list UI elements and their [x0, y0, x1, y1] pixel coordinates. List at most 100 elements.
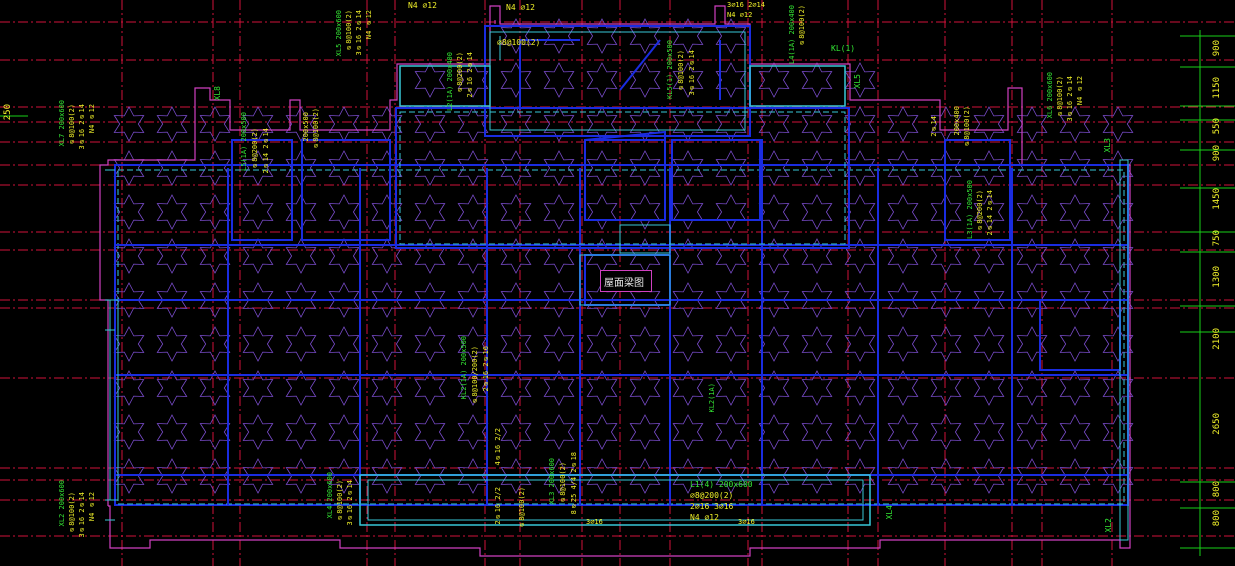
- anno-top-right-a: 3⌀16 2⌀14: [727, 1, 765, 9]
- hatch-star-126: [672, 282, 704, 318]
- dim-4: 1450: [1212, 188, 1222, 210]
- anno-l1-c: 2⌀16 3⌀16: [690, 502, 734, 511]
- hatch-star-111: [1059, 238, 1091, 274]
- anno-l1-top: 200x500: [302, 112, 310, 142]
- hatch-star-171: [543, 370, 575, 406]
- grid-lines-green: [0, 30, 1235, 556]
- anno-xl5-right: XL5: [853, 74, 862, 89]
- anno-bot-v1: 4⌀16 2/2: [494, 428, 502, 466]
- anno-xl5-d: N4 ⌀12: [365, 10, 373, 40]
- anno-xl4-b: ⌀8@100(2): [336, 480, 344, 522]
- beam-rect-30: [399, 65, 491, 107]
- dim-3: 900: [1212, 145, 1222, 162]
- hatch-star-2: [586, 18, 618, 54]
- anno-xl6: XL6 200x600: [1046, 72, 1054, 119]
- hatch-star-44: [242, 150, 274, 186]
- anno-l1-top-b: ⌀8@100(2): [312, 108, 320, 150]
- anno-l5: L5(1A) 200x500: [240, 112, 248, 172]
- anno-xl3b-b: ⌀8@100(2): [559, 462, 567, 504]
- hatch-star-227: [887, 458, 919, 494]
- beam-rect-28: [359, 474, 871, 526]
- hatch-star-148: [586, 326, 618, 362]
- hatch-star-4: [672, 18, 704, 54]
- hatch-star-48: [414, 150, 446, 186]
- hatch-star-184: [1102, 370, 1134, 406]
- hatch-star-231: [1059, 458, 1091, 494]
- anno-xl2-d: N4 ⌀12: [88, 492, 96, 522]
- dim-2: 550: [1212, 118, 1222, 135]
- anno-n-top-left: N4 ⌀12: [408, 1, 437, 10]
- anno-xl7-c: 3⌀16 2⌀14: [78, 104, 86, 150]
- hatch-star-143: [371, 326, 403, 362]
- hatch-star-131: [887, 282, 919, 318]
- hatch-star-75: [543, 194, 575, 230]
- beam-path-22: [672, 139, 761, 221]
- anno-kl2-right: KL2(1A): [708, 383, 716, 413]
- hatch-star-198: [672, 414, 704, 450]
- hatch-star-55: [715, 150, 747, 186]
- dim-7: 2100: [1212, 328, 1222, 350]
- hatch-star-7: [457, 62, 489, 98]
- hatch-star-158: [1016, 326, 1048, 362]
- hatch-star-173: [629, 370, 661, 406]
- hatch-star-117: [285, 282, 317, 318]
- anno-kl2-c: 2⌀16 2⌀16: [482, 346, 490, 392]
- hatch-star-214: [328, 458, 360, 494]
- hatch-star-15: [801, 62, 833, 98]
- hatch-star-0: [500, 18, 532, 54]
- hatch-star-226: [844, 458, 876, 494]
- hatch-star-186: [156, 414, 188, 450]
- hatch-star-62: [1016, 150, 1048, 186]
- hatch-star-9: [543, 62, 575, 98]
- hatch-star-35: [887, 106, 919, 142]
- anno-kl5-b: ⌀8@100(2): [677, 50, 685, 92]
- hatch-star-135: [1059, 282, 1091, 318]
- hatch-star-218: [500, 458, 532, 494]
- anno-kl2: KL2(1A) 200x500: [460, 336, 468, 400]
- hatch-star-115: [199, 282, 231, 318]
- hatch-star-116: [242, 282, 274, 318]
- hatch-star-178: [844, 370, 876, 406]
- anno-l2: L2(1A) 200x400: [446, 52, 454, 112]
- hatch-star-191: [371, 414, 403, 450]
- hatch-star-1: [543, 18, 575, 54]
- hatch-star-224: [758, 458, 790, 494]
- hatch-star-205: [973, 414, 1005, 450]
- hatch-star-85: [973, 194, 1005, 230]
- beam-rect-38: [619, 224, 671, 254]
- anno-l5-c: 2⌀14 2⌀14: [262, 128, 270, 174]
- anno-top-right-b: N4 ⌀12: [727, 11, 753, 19]
- hatch-star-59: [887, 150, 919, 186]
- hatch-star-188: [242, 414, 274, 450]
- hatch-star-230: [1016, 458, 1048, 494]
- anno-mid-right-b: 200x400: [953, 106, 961, 136]
- hatch-star-61: [973, 150, 1005, 186]
- anno-xl8: XL8: [213, 86, 222, 101]
- hatch-star-10: [586, 62, 618, 98]
- anno-xl3: XL3: [1103, 138, 1112, 153]
- hatch-star-74: [500, 194, 532, 230]
- hatch-star-93: [285, 238, 317, 274]
- anno-l3-b: ⌀8@200(2): [976, 190, 984, 232]
- anno-xl7-b: ⌀8@100(2): [68, 104, 76, 146]
- hatch-star-181: [973, 370, 1005, 406]
- anno-bot-v2: 2⌀16 2/2: [494, 487, 502, 525]
- hatch-star-13: [715, 62, 747, 98]
- hatch-star-167: [371, 370, 403, 406]
- hatch-star-46: [328, 150, 360, 186]
- beam-rect-27: [301, 139, 391, 241]
- hatch-star-80: [758, 194, 790, 230]
- anno-box-top: ⌀8@100(2): [497, 38, 541, 47]
- hatch-star-199: [715, 414, 747, 450]
- hatch-star-123: [543, 282, 575, 318]
- hatch-star-87: [1059, 194, 1091, 230]
- beam-rect-24: [944, 139, 1011, 241]
- anno-xl2-right: XL2: [1104, 518, 1113, 533]
- hatch-star-57: [801, 150, 833, 186]
- anno-xl4-c: 3⌀16 2⌀14: [346, 480, 354, 526]
- hatch-star-64: [1102, 150, 1134, 186]
- dim-5: 750: [1212, 230, 1222, 247]
- hatch-star-34: [844, 106, 876, 142]
- hatch-star-32: [758, 106, 790, 142]
